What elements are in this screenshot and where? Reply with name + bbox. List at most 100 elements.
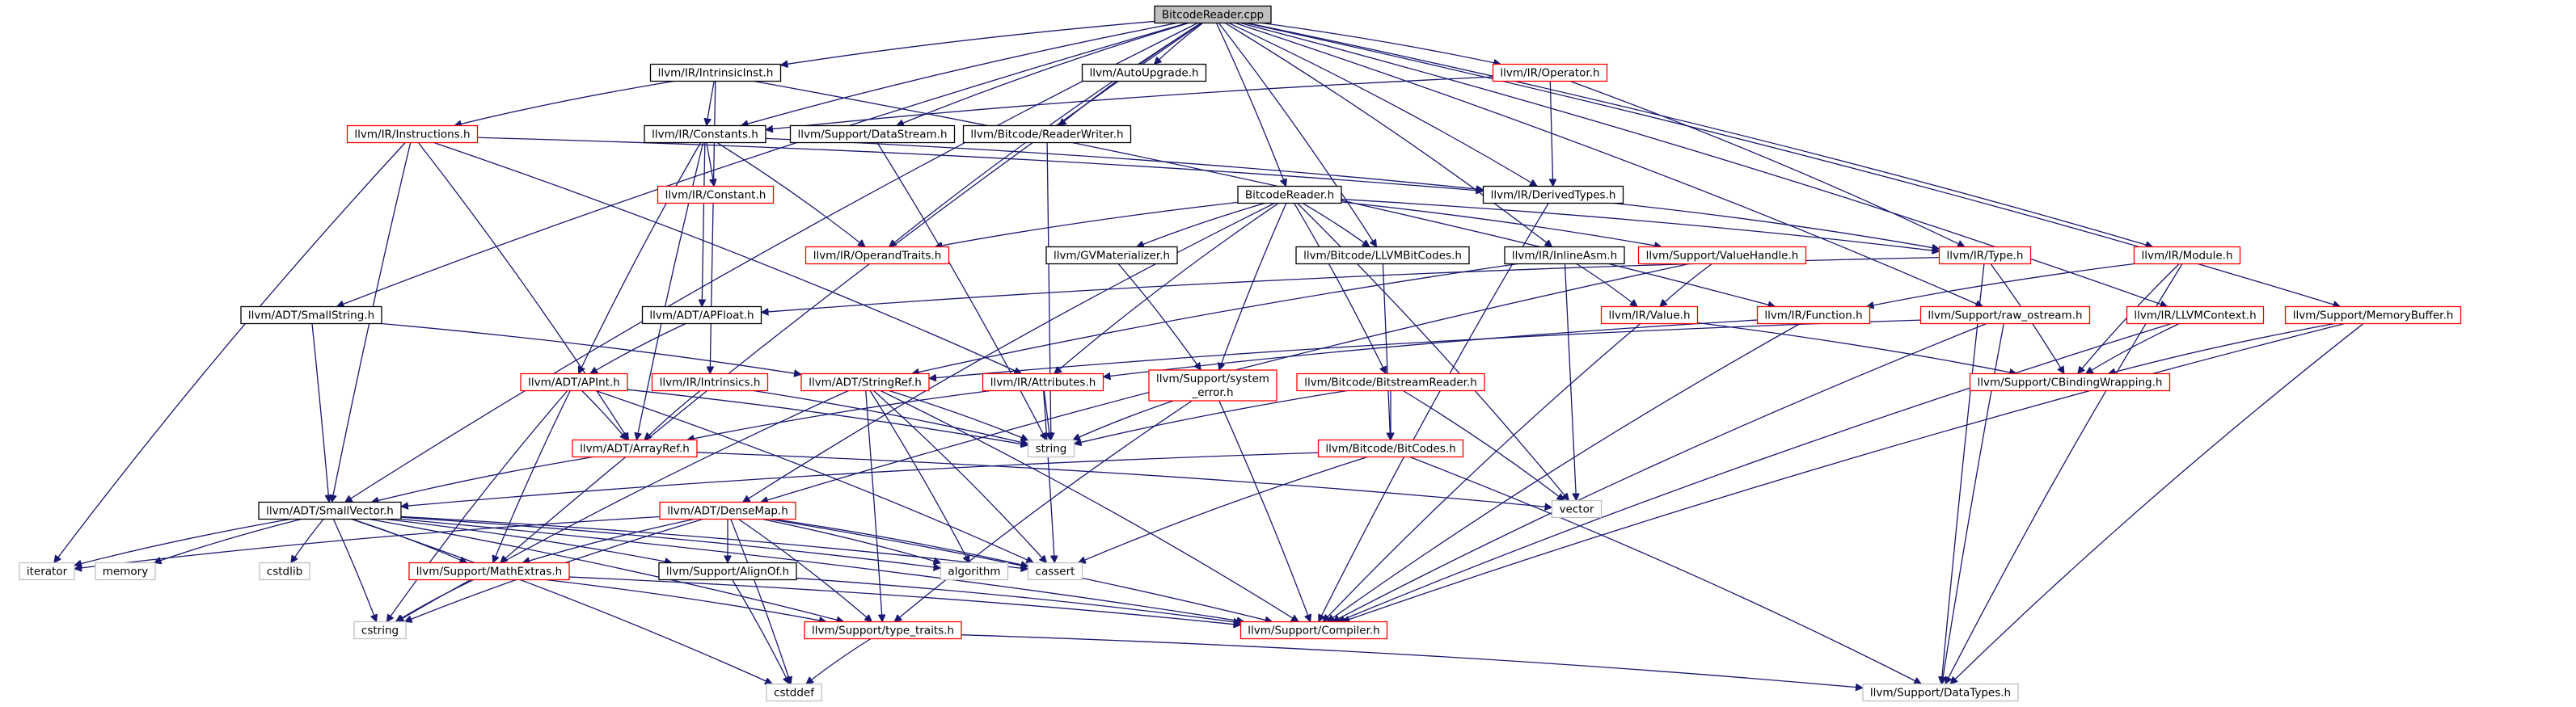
node-box <box>258 501 402 520</box>
edge-bitcodereaderh-to-systemerror <box>1219 203 1287 371</box>
node-label: llvm/ADT/ArrayRef.h <box>580 443 690 456</box>
node-operandtraits[interactable]: llvm/IR/OperandTraits.h <box>804 246 950 265</box>
node-instructions[interactable]: llvm/IR/Instructions.h <box>346 124 479 144</box>
node-box <box>982 372 1104 392</box>
edge-bitcodereaderh-to-bitstreamreader <box>1294 203 1387 374</box>
node-apfloat[interactable]: llvm/ADT/APFloat.h <box>641 305 762 325</box>
node-stringref[interactable]: llvm/ADT/StringRef.h <box>800 372 930 392</box>
node-bitcodereaderh[interactable]: BitcodeReader.h <box>1237 185 1342 204</box>
node-box <box>1154 5 1272 24</box>
edge-constants-to-derivedtypes <box>765 137 1484 189</box>
edge-smallvector-to-alignof <box>385 518 672 563</box>
node-intrinsicinst[interactable]: llvm/IR/IntrinsicInst.h <box>649 63 782 82</box>
node-gvmaterializer[interactable]: llvm/GVMaterializer.h <box>1045 246 1178 265</box>
node-llvmcontext[interactable]: llvm/IR/LLVMContext.h <box>2126 305 2265 325</box>
node-cstring: cstring <box>353 621 407 640</box>
edge-apint-to-mathextras <box>493 390 571 563</box>
node-label: cstdlib <box>267 566 302 579</box>
node-label: iterator <box>27 566 68 579</box>
node-box <box>657 185 775 204</box>
edge-smallvector-to-cstdlib <box>291 519 324 563</box>
edge-root-to-llvmcontext <box>1240 22 2167 307</box>
edge-layer <box>54 20 2364 688</box>
edge-smallstring-to-stringref <box>381 322 801 375</box>
node-apint[interactable]: llvm/ADT/APInt.h <box>520 372 628 392</box>
node-value[interactable]: llvm/IR/Value.h <box>1600 305 1699 325</box>
edge-llvmbitcodes-to-bitcodes <box>1382 263 1390 440</box>
edge-alignof-to-cstddef <box>732 579 790 684</box>
node-label: llvm/Support/ValueHandle.h <box>1646 250 1799 263</box>
node-attributes[interactable]: llvm/IR/Attributes.h <box>982 372 1104 392</box>
node-box <box>658 562 797 581</box>
node-smallvector[interactable]: llvm/ADT/SmallVector.h <box>258 501 402 520</box>
node-inlineasm[interactable]: llvm/IR/InlineAsm.h <box>1504 246 1625 265</box>
node-type[interactable]: llvm/IR/Type.h <box>1938 246 2032 265</box>
node-box <box>1482 185 1624 204</box>
node-box <box>1317 439 1464 458</box>
node-readerwriter[interactable]: llvm/Bitcode/ReaderWriter.h <box>962 124 1132 144</box>
node-module[interactable]: llvm/IR/Module.h <box>2133 246 2241 265</box>
node-box <box>1148 369 1277 402</box>
node-box <box>19 562 75 581</box>
node-box <box>641 305 762 325</box>
node-label: llvm/Support/DataStream.h <box>797 128 947 141</box>
node-label: llvm/IR/Constants.h <box>652 128 758 141</box>
node-constants[interactable]: llvm/IR/Constants.h <box>644 124 766 144</box>
edge-value-to-compiler <box>1323 323 1641 622</box>
node-intrinsics[interactable]: llvm/IR/Intrinsics.h <box>651 372 769 392</box>
node-autoupgrade[interactable]: llvm/AutoUpgrade.h <box>1081 63 1207 82</box>
node-label: llvm/IR/Attributes.h <box>990 377 1096 389</box>
node-valuehandle[interactable]: llvm/Support/ValueHandle.h <box>1637 246 1807 265</box>
node-memorybuffer[interactable]: llvm/Support/MemoryBuffer.h <box>2284 305 2462 325</box>
edge-attributes-to-arrayref <box>687 389 991 440</box>
node-label: llvm/IR/OperandTraits.h <box>813 250 942 263</box>
node-label: string <box>1036 443 1067 456</box>
edge-valuehandle-to-value <box>1660 263 1712 307</box>
node-box <box>1239 621 1388 640</box>
edge-instructions-to-arrayref <box>417 142 630 440</box>
edge-intrinsicinst-to-intrinsics <box>710 81 716 374</box>
node-function[interactable]: llvm/IR/Function.h <box>1756 305 1871 325</box>
node-typetraits[interactable]: llvm/Support/type_traits.h <box>804 621 962 640</box>
node-label: llvm/ADT/StringRef.h <box>809 377 922 389</box>
node-operator[interactable]: llvm/IR/Operator.h <box>1492 63 1608 82</box>
node-cbindingwrapping[interactable]: llvm/Support/CBindingWrapping.h <box>1969 372 2171 392</box>
edge-apint-to-string <box>627 389 1028 445</box>
edge-stringref-to-typetraits <box>865 390 882 622</box>
edge-densemap-to-cassert <box>773 518 1028 566</box>
edge-root-to-operator <box>1261 22 1501 65</box>
edge-memorybuffer-to-datatypes <box>1950 322 2364 684</box>
edge-root-to-autoupgrade <box>1154 22 1203 65</box>
edge-bitcodereaderh-to-densemap <box>743 202 1275 503</box>
edge-function-to-attributes <box>1104 319 1758 377</box>
node-box <box>353 621 407 640</box>
node-densemap[interactable]: llvm/ADT/DenseMap.h <box>659 501 796 520</box>
node-datatypes: llvm/Support/DataTypes.h <box>1862 683 2019 702</box>
edge-smallvector-to-compiler <box>399 518 1244 622</box>
node-derivedtypes[interactable]: llvm/IR/DerivedTypes.h <box>1482 185 1624 204</box>
node-mathextras[interactable]: llvm/Support/MathExtras.h <box>408 562 570 581</box>
node-arrayref[interactable]: llvm/ADT/ArrayRef.h <box>572 439 698 458</box>
edge-alignof-to-compiler <box>796 577 1241 623</box>
node-smallstring[interactable]: llvm/ADT/SmallString.h <box>240 305 382 325</box>
node-label: llvm/Support/AlignOf.h <box>666 566 789 579</box>
edge-stringref-to-cassert <box>873 390 1047 563</box>
node-constant[interactable]: llvm/IR/Constant.h <box>657 185 775 204</box>
node-rawostream[interactable]: llvm/Support/raw_ostream.h <box>1919 305 2091 325</box>
node-label: llvm/Support/MathExtras.h <box>416 566 562 579</box>
node-cstdlib: cstdlib <box>259 562 310 581</box>
node-label: llvm/ADT/DenseMap.h <box>667 505 788 518</box>
node-compiler[interactable]: llvm/Support/Compiler.h <box>1239 621 1388 640</box>
node-bitcodes[interactable]: llvm/Bitcode/BitCodes.h <box>1317 439 1464 458</box>
node-llvmbitcodes[interactable]: llvm/Bitcode/LLVMBitCodes.h <box>1295 246 1470 265</box>
node-box <box>2284 305 2462 325</box>
edge-bitcodereaderh-to-operandtraits <box>935 201 1239 246</box>
node-label: llvm/Bitcode/BitstreamReader.h <box>1304 377 1477 389</box>
node-box <box>1938 246 2032 265</box>
node-systemerror[interactable]: llvm/Support/system_error.h <box>1148 369 1277 402</box>
node-datastream[interactable]: llvm/Support/DataStream.h <box>789 124 956 144</box>
node-root[interactable]: BitcodeReader.cpp <box>1154 5 1272 24</box>
node-alignof[interactable]: llvm/Support/AlignOf.h <box>658 562 797 581</box>
node-bitstreamreader[interactable]: llvm/Bitcode/BitstreamReader.h <box>1296 372 1485 392</box>
node-label: llvm/IR/Module.h <box>2141 250 2232 263</box>
